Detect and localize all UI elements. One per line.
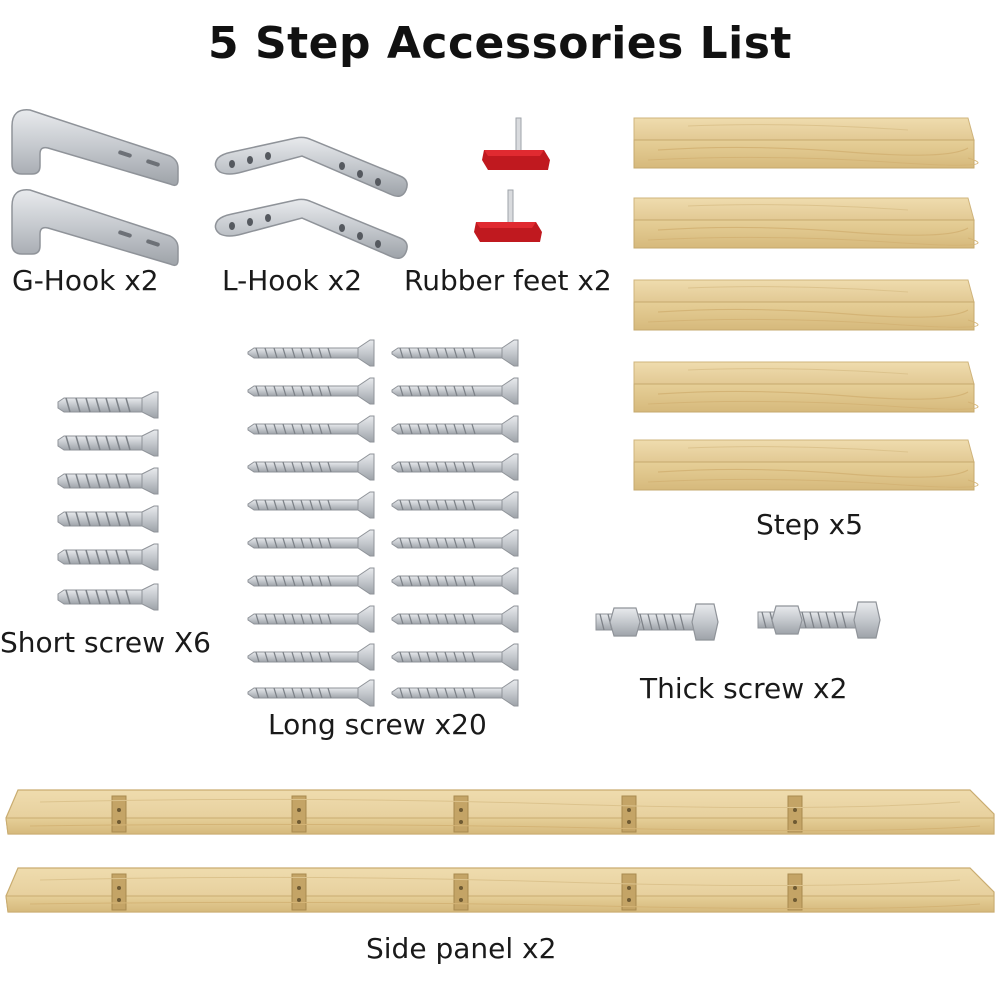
l-hook-label: L-Hook x2: [222, 264, 363, 297]
l-hook-image: [214, 136, 408, 197]
rubber-foot-image: [473, 189, 543, 243]
l-hook-image: [214, 198, 408, 259]
long-screw-image: [247, 643, 375, 671]
short-screw-image: [57, 505, 159, 533]
step-board-image: [633, 197, 979, 249]
long-screws-group: [247, 339, 519, 707]
short-screw-label: Short screw X6: [0, 626, 211, 659]
step-board-image: [633, 117, 979, 169]
rubber-foot-image: [481, 117, 551, 171]
short-screw-image: [57, 543, 159, 571]
rubber-feet-group: [473, 117, 551, 243]
step-label: Step x5: [756, 508, 864, 541]
g-hook-group: [11, 109, 179, 267]
step-board-image: [633, 279, 979, 331]
long-screw-image: [391, 339, 519, 367]
long-screw-image: [391, 605, 519, 633]
long-screw-image: [391, 453, 519, 481]
long-screw-image: [247, 567, 375, 595]
long-screw-image: [391, 415, 519, 443]
thick-screw-image: [595, 603, 719, 641]
long-screw-image: [391, 643, 519, 671]
step-board-image: [633, 439, 979, 491]
step-board-image: [633, 361, 979, 413]
long-screw-image: [391, 491, 519, 519]
long-screw-image: [247, 453, 375, 481]
long-screw-image: [391, 529, 519, 557]
steps-group: [633, 117, 979, 491]
side-panel-image: [5, 867, 995, 913]
long-screw-image: [247, 491, 375, 519]
short-screw-image: [57, 583, 159, 611]
long-screw-label: Long screw x20: [268, 708, 487, 741]
long-screw-image: [391, 377, 519, 405]
g-hook-image: [11, 109, 179, 187]
rubber-feet-label: Rubber feet x2: [404, 264, 612, 297]
side-panel-image: [5, 789, 995, 835]
short-screw-image: [57, 467, 159, 495]
thick-screw-image: [757, 601, 881, 639]
l-hook-group: [214, 136, 408, 259]
thick-screw-label: Thick screw x2: [640, 672, 848, 705]
short-screw-image: [57, 429, 159, 457]
side-panels-group: [5, 789, 995, 913]
page-title: 5 Step Accessories List: [208, 18, 792, 69]
long-screw-image: [391, 679, 519, 707]
g-hook-image: [11, 189, 179, 267]
short-screw-image: [57, 391, 159, 419]
g-hook-label: G-Hook x2: [12, 264, 159, 297]
long-screw-image: [247, 415, 375, 443]
side-panel-label: Side panel x2: [366, 932, 557, 965]
long-screw-image: [247, 377, 375, 405]
long-screw-image: [247, 605, 375, 633]
thick-screws-group: [595, 601, 881, 641]
long-screw-image: [247, 529, 375, 557]
long-screw-image: [391, 567, 519, 595]
long-screw-image: [247, 679, 375, 707]
long-screw-image: [247, 339, 375, 367]
short-screws-group: [57, 391, 159, 611]
